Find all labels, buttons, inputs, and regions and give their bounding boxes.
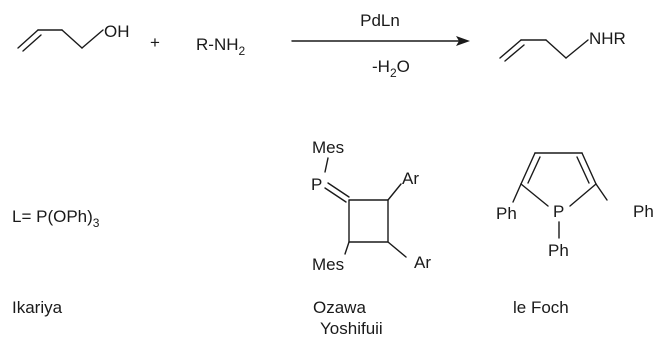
bond (387, 183, 402, 201)
bond (569, 183, 597, 207)
bond (520, 152, 536, 185)
aryl-bottom-label: Ar (414, 253, 431, 272)
mes-bottom-label: Mes (312, 255, 344, 274)
bond (81, 29, 104, 49)
bond (545, 39, 567, 59)
bond (387, 241, 407, 258)
bond (324, 157, 329, 173)
amine-main: R-NH (196, 35, 239, 54)
phenyl-left-label: Ph (496, 204, 517, 223)
phosphole-phosphorus-label: P (553, 202, 564, 221)
bond (61, 29, 83, 49)
amine-subscript: 2 (239, 44, 246, 58)
double-bond-line (576, 156, 590, 184)
phenyl-right-label: Ph (633, 202, 654, 221)
double-bond-line (22, 34, 42, 52)
bond (499, 39, 522, 59)
byproduct-end: O (397, 57, 410, 76)
arrow-head (456, 36, 470, 46)
ozawa-caption: Ozawa (313, 298, 366, 317)
phosphite-formula-main: L= P(OPh) (12, 207, 93, 226)
bond (595, 183, 608, 201)
bond (17, 29, 39, 49)
double-bond-line (324, 187, 347, 203)
phosphole-structure: P Ph Ph Ph (496, 152, 654, 260)
phosphorus-label: P (311, 175, 322, 194)
bond (512, 183, 522, 203)
double-bond-line (327, 182, 350, 198)
ikariya-caption: Ikariya (12, 298, 63, 317)
phosphite-formula-subscript: 3 (93, 216, 100, 230)
cyclobutane-ring (348, 199, 389, 243)
hydroxyl-label: OH (104, 22, 130, 41)
byproduct-main: -H (372, 57, 390, 76)
amine-product-label: NHR (589, 29, 626, 48)
allyl-alcohol-structure: OH (17, 22, 130, 52)
plus-sign: + (150, 33, 160, 52)
bond (344, 241, 350, 255)
bond (520, 183, 549, 207)
phenyl-bottom-label: Ph (548, 241, 569, 260)
mes-phosphorus-label: Mes (312, 138, 344, 157)
byproduct-subscript: 2 (390, 66, 397, 80)
bond (565, 39, 589, 59)
phosphite-formula: L= P(OPh)3 (12, 207, 100, 230)
double-bond-line (504, 44, 525, 62)
le-foch-caption: le Foch (513, 298, 569, 317)
amine-label: R-NH2 (196, 35, 246, 58)
phosphaalkene-structure: Mes P Ar Ar Mes (311, 138, 431, 274)
double-bond-line (527, 156, 541, 184)
catalyst-label: PdLn (360, 11, 400, 30)
yoshifuii-caption: Yoshifuii (320, 319, 383, 338)
byproduct-label: -H2O (372, 57, 410, 80)
allyl-amine-structure: NHR (499, 29, 626, 62)
bond (581, 152, 597, 185)
reaction-arrow (291, 36, 470, 46)
aryl-top-label: Ar (402, 169, 419, 188)
